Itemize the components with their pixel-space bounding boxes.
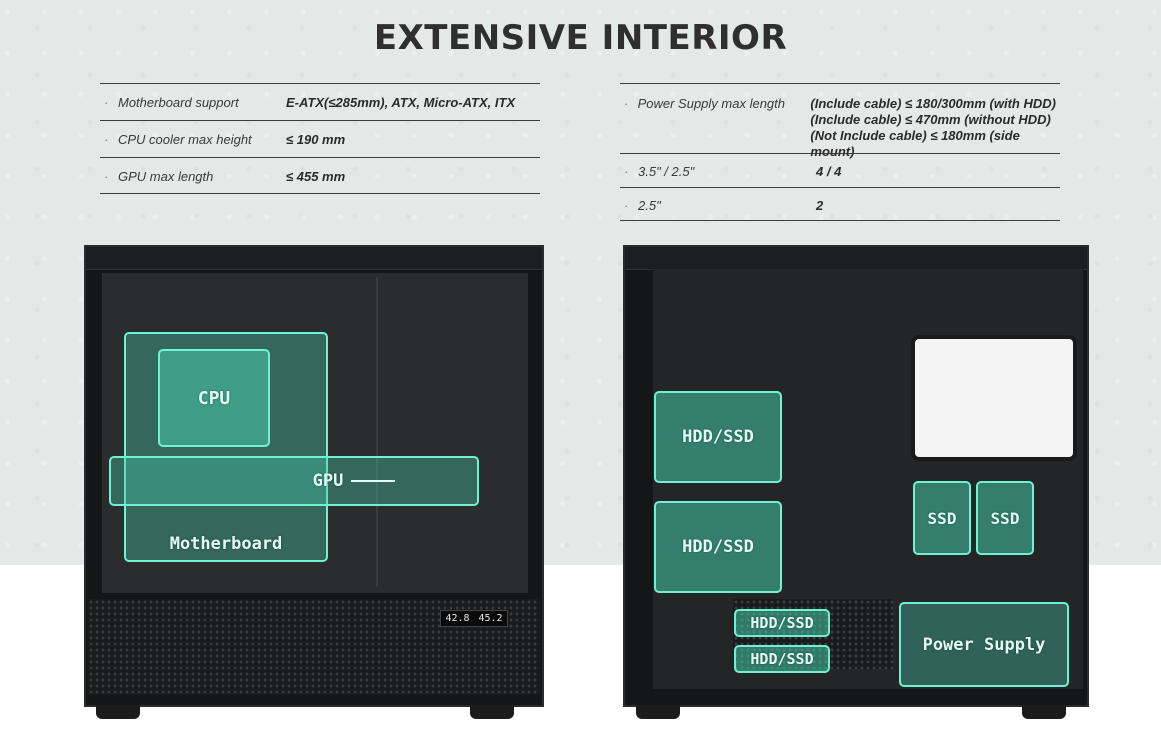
hdd-ssd-label: HDD/SSD — [750, 614, 814, 632]
bullet-icon: · — [104, 169, 109, 184]
temp-left-readout: 42.8 — [445, 613, 470, 624]
bullet-icon: · — [104, 95, 109, 110]
spec-label: 3.5" / 2.5" — [638, 164, 695, 179]
ssd-label: SSD — [927, 508, 957, 528]
temperature-display: 42.8 45.2 — [440, 610, 508, 627]
hdd-ssd-label: HDD/SSD — [750, 650, 814, 668]
motherboard-label: Motherboard — [169, 534, 283, 554]
cpu-zone: CPU — [158, 349, 270, 447]
ssd-zone: SSD — [976, 481, 1034, 555]
gpu-zone: GPU — [109, 456, 479, 506]
spec-value: 4 / 4 — [816, 164, 842, 179]
gpu-label: GPU — [312, 471, 344, 491]
spec-label: CPU cooler max height — [118, 132, 252, 147]
hdd-ssd-zone: HDD/SSD — [654, 501, 782, 593]
spec-row-ssd-bays: · 2.5" 2 — [620, 187, 1060, 221]
case-top-strip — [86, 247, 542, 270]
bullet-icon: · — [624, 164, 629, 179]
spec-value: ≤ 190 mm — [286, 132, 346, 147]
page-title: EXTENSIVE INTERIOR — [373, 18, 788, 58]
ssd-zone: SSD — [913, 481, 971, 555]
bullet-icon: · — [104, 132, 109, 147]
power-supply-label: Power Supply — [922, 634, 1046, 655]
spec-label: 2.5" — [638, 198, 661, 213]
spec-value: 2 — [816, 198, 824, 213]
case-side-view — [623, 245, 1089, 707]
case-divider — [376, 277, 378, 587]
hdd-ssd-zone: HDD/SSD — [734, 609, 830, 637]
bullet-icon: · — [624, 198, 629, 213]
cpu-label: CPU — [197, 387, 231, 409]
bullet-icon: · — [624, 96, 629, 111]
spec-table-left: · Motherboard support E-ATX(≤285mm), ATX… — [100, 83, 540, 194]
case-front-mesh — [88, 599, 540, 695]
spec-label: Power Supply max length — [637, 96, 786, 111]
spec-label: GPU max length — [118, 169, 214, 184]
case-top-strip — [625, 247, 1087, 270]
spec-value: (Include cable) ≤ 180/300mm (with HDD) (… — [810, 96, 1056, 159]
hdd-ssd-label: HDD/SSD — [682, 537, 754, 557]
case-foot — [96, 705, 140, 719]
gpu-dash-icon — [351, 480, 396, 482]
spec-value: E-ATX(≤285mm), ATX, Micro-ATX, ITX — [286, 95, 516, 110]
temp-right-readout: 45.2 — [478, 613, 503, 624]
case-foot — [1022, 705, 1066, 719]
cpu-cutout — [911, 335, 1077, 461]
spec-row-cpu-cooler: · CPU cooler max height ≤ 190 mm — [100, 120, 540, 157]
ssd-label: SSD — [990, 508, 1020, 528]
case-foot — [470, 705, 514, 719]
spec-row-drive-bays: · 3.5" / 2.5" 4 / 4 — [620, 153, 1060, 187]
spec-value: ≤ 455 mm — [286, 169, 346, 184]
spec-label: Motherboard support — [118, 95, 239, 110]
spec-row-gpu: · GPU max length ≤ 455 mm — [100, 157, 540, 194]
case-foot — [636, 705, 680, 719]
spec-row-power-supply: · Power Supply max length (Include cable… — [620, 83, 1060, 159]
power-supply-zone: Power Supply — [899, 602, 1069, 687]
hdd-ssd-zone: HDD/SSD — [654, 391, 782, 483]
spec-table-right: · Power Supply max length (Include cable… — [620, 83, 1060, 221]
hdd-ssd-label: HDD/SSD — [682, 427, 754, 447]
hdd-ssd-zone: HDD/SSD — [734, 645, 830, 673]
spec-row-motherboard: · Motherboard support E-ATX(≤285mm), ATX… — [100, 83, 540, 120]
